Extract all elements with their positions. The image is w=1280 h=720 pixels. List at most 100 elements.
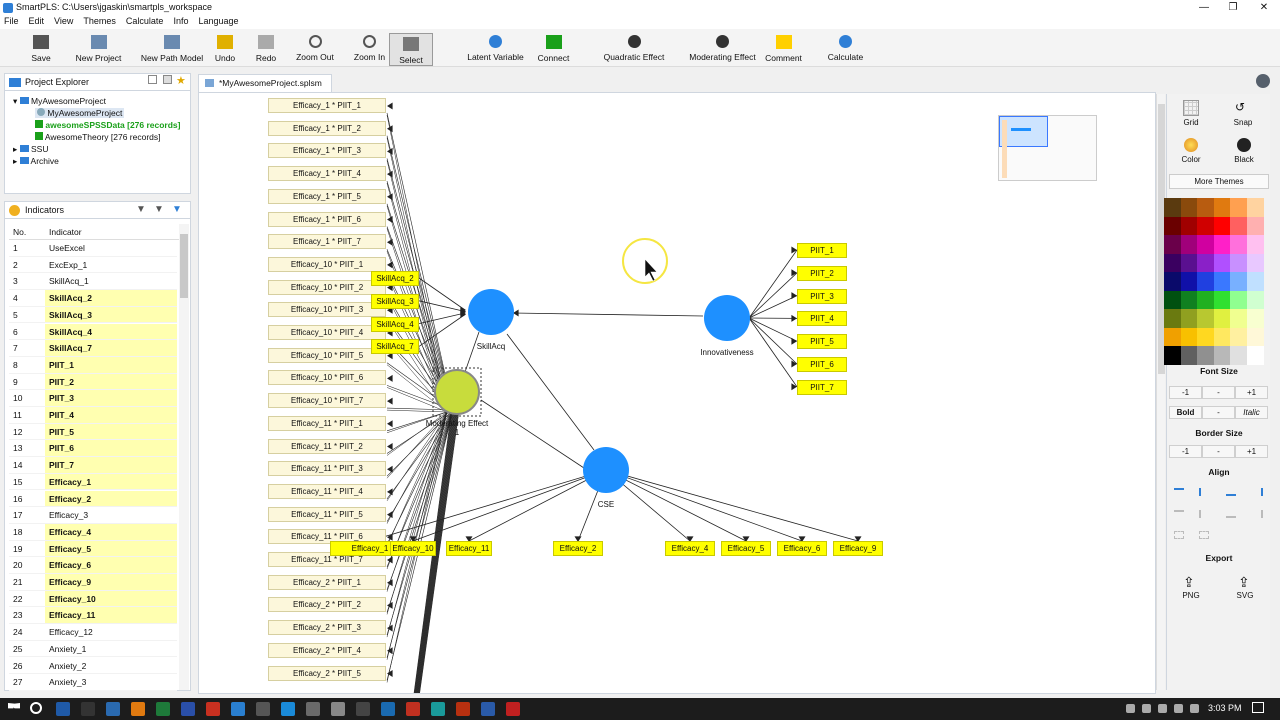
interaction-indicator[interactable]: Efficacy_1 * PIIT_7	[268, 234, 386, 250]
cse-indicator[interactable]: Efficacy_5	[721, 541, 771, 556]
taskbar-app-icon[interactable]	[81, 702, 95, 716]
indicators-tab[interactable]: Indicators	[5, 202, 190, 219]
editor-tab[interactable]: *MyAwesomeProject.splsm ×	[198, 74, 332, 104]
export-png-icon[interactable]: ⇪	[1183, 574, 1195, 590]
cse-indicator[interactable]: Efficacy_2	[553, 541, 603, 556]
distribute-top-icon[interactable]	[1174, 510, 1184, 518]
align-left-icon[interactable]	[1199, 488, 1209, 496]
interaction-indicator[interactable]: Efficacy_10 * PIIT_4	[268, 325, 386, 340]
perspective-icon[interactable]	[1256, 74, 1270, 88]
col-no-header[interactable]: No.	[13, 227, 27, 237]
color-swatch[interactable]	[1246, 346, 1264, 365]
tree-item-model[interactable]: MyAwesomeProject	[35, 108, 125, 118]
color-swatch[interactable]	[1180, 346, 1198, 365]
col-indicator-header[interactable]: Indicator	[49, 227, 82, 237]
color-swatch[interactable]	[1246, 216, 1264, 236]
interaction-indicator[interactable]: Efficacy_10 * PIIT_6	[268, 370, 386, 386]
minimap-viewport[interactable]	[999, 116, 1048, 147]
snap-icon[interactable]: ↺	[1235, 100, 1246, 114]
skillacq-indicator[interactable]: SkillAcq_2	[371, 271, 419, 286]
border-size-decrease-button[interactable]: -1	[1169, 445, 1202, 458]
piit-indicator[interactable]: PIIT_7	[797, 379, 847, 395]
interaction-indicator[interactable]: Efficacy_1 * PIIT_5	[268, 188, 386, 204]
collapse-all-icon[interactable]	[148, 75, 157, 84]
taskbar-app-icon[interactable]	[306, 702, 320, 716]
interaction-indicator[interactable]: Efficacy_11 * PIIT_5	[268, 506, 386, 522]
color-swatch[interactable]	[1164, 198, 1181, 217]
color-swatch[interactable]	[1164, 290, 1181, 310]
italic-button[interactable]: Italic	[1235, 406, 1268, 419]
interaction-indicator[interactable]: Efficacy_1 * PIIT_4	[268, 166, 386, 182]
color-swatch[interactable]	[1180, 235, 1198, 254]
border-size-increase-button[interactable]: +1	[1235, 445, 1268, 458]
filter-icon[interactable]: ▼	[136, 204, 146, 215]
export-svg-icon[interactable]: ⇪	[1238, 574, 1250, 590]
font-size-increase-button[interactable]: +1	[1235, 386, 1268, 399]
color-swatch[interactable]	[1164, 309, 1181, 328]
interaction-indicator[interactable]: Efficacy_10 * PIIT_2	[268, 279, 386, 295]
color-swatch[interactable]	[1246, 290, 1264, 310]
space-horizontal-icon[interactable]	[1174, 531, 1184, 539]
taskbar-app-icon[interactable]	[181, 702, 195, 716]
color-swatch[interactable]	[1164, 216, 1181, 236]
tray-icon[interactable]	[1126, 704, 1135, 713]
taskbar-app-icon[interactable]	[456, 702, 470, 716]
align-right-icon[interactable]	[1253, 488, 1263, 496]
tray-icon[interactable]	[1142, 704, 1151, 713]
menu-themes[interactable]: Themes	[83, 16, 116, 26]
toolbar-zoom-in-button[interactable]: Zoom In	[345, 32, 394, 66]
cse-indicator[interactable]: Efficacy_11	[446, 541, 492, 556]
menu-calculate[interactable]: Calculate	[125, 16, 164, 26]
color-swatch[interactable]	[1197, 272, 1214, 291]
color-swatch[interactable]	[1213, 327, 1231, 347]
toolbar-moderating-effect-button[interactable]: Moderating Effect	[673, 32, 772, 66]
font-size-decrease-button[interactable]: -1	[1169, 386, 1202, 399]
toolbar-zoom-out-button[interactable]: Zoom Out	[288, 32, 342, 66]
indicators-scrollbar[interactable]	[179, 224, 189, 690]
tray-icon[interactable]	[1174, 704, 1183, 713]
canvas-scrollbar[interactable]	[1156, 94, 1165, 690]
tray-icon[interactable]	[1158, 704, 1167, 713]
color-swatch[interactable]	[1213, 346, 1231, 365]
color-swatch[interactable]	[1230, 272, 1247, 291]
color-swatch[interactable]	[1180, 309, 1198, 328]
skillacq-indicator[interactable]: SkillAcq_3	[371, 293, 419, 309]
menu-info[interactable]: Info	[173, 16, 189, 26]
taskbar-app-icon[interactable]	[106, 702, 120, 716]
color-swatch[interactable]	[1180, 253, 1198, 273]
align-top-icon[interactable]	[1174, 488, 1184, 496]
tree-item-theory-data[interactable]: AwesomeTheory [276 records]	[35, 132, 161, 142]
taskbar-app-icon[interactable]	[281, 702, 295, 716]
interaction-indicator[interactable]: Efficacy_11 * PIIT_4	[268, 483, 386, 499]
color-swatch[interactable]	[1230, 235, 1247, 254]
interaction-indicator[interactable]: Efficacy_11 * PIIT_2	[268, 438, 386, 454]
color-swatch[interactable]	[1246, 253, 1264, 273]
taskbar-app-icon[interactable]	[381, 702, 395, 716]
color-swatch[interactable]	[1197, 253, 1214, 273]
toolbar-quadratic-effect-button[interactable]: Quadratic Effect	[587, 32, 681, 66]
piit-indicator[interactable]: PIIT_3	[797, 288, 847, 304]
color-swatch[interactable]	[1246, 198, 1264, 217]
interaction-indicator[interactable]: Efficacy_10 * PIIT_7	[268, 393, 386, 409]
interaction-indicator[interactable]: Efficacy_2 * PIIT_5	[268, 665, 386, 681]
toolbar-connect-button[interactable]: Connect	[529, 32, 578, 66]
piit-indicator[interactable]: PIIT_2	[797, 265, 847, 281]
toolbar-latent-variable-button[interactable]: Latent Variable	[451, 32, 540, 66]
bold-button[interactable]: Bold	[1169, 406, 1202, 419]
interaction-indicator[interactable]: Efficacy_11 * PIIT_3	[268, 461, 386, 477]
interaction-indicator[interactable]: Efficacy_2 * PIIT_1	[268, 574, 386, 590]
cse-indicator[interactable]: Efficacy_9	[833, 541, 883, 556]
taskbar-app-icon[interactable]	[331, 702, 345, 716]
color-swatch[interactable]	[1164, 327, 1181, 347]
taskbar-app-icon[interactable]	[206, 702, 220, 716]
